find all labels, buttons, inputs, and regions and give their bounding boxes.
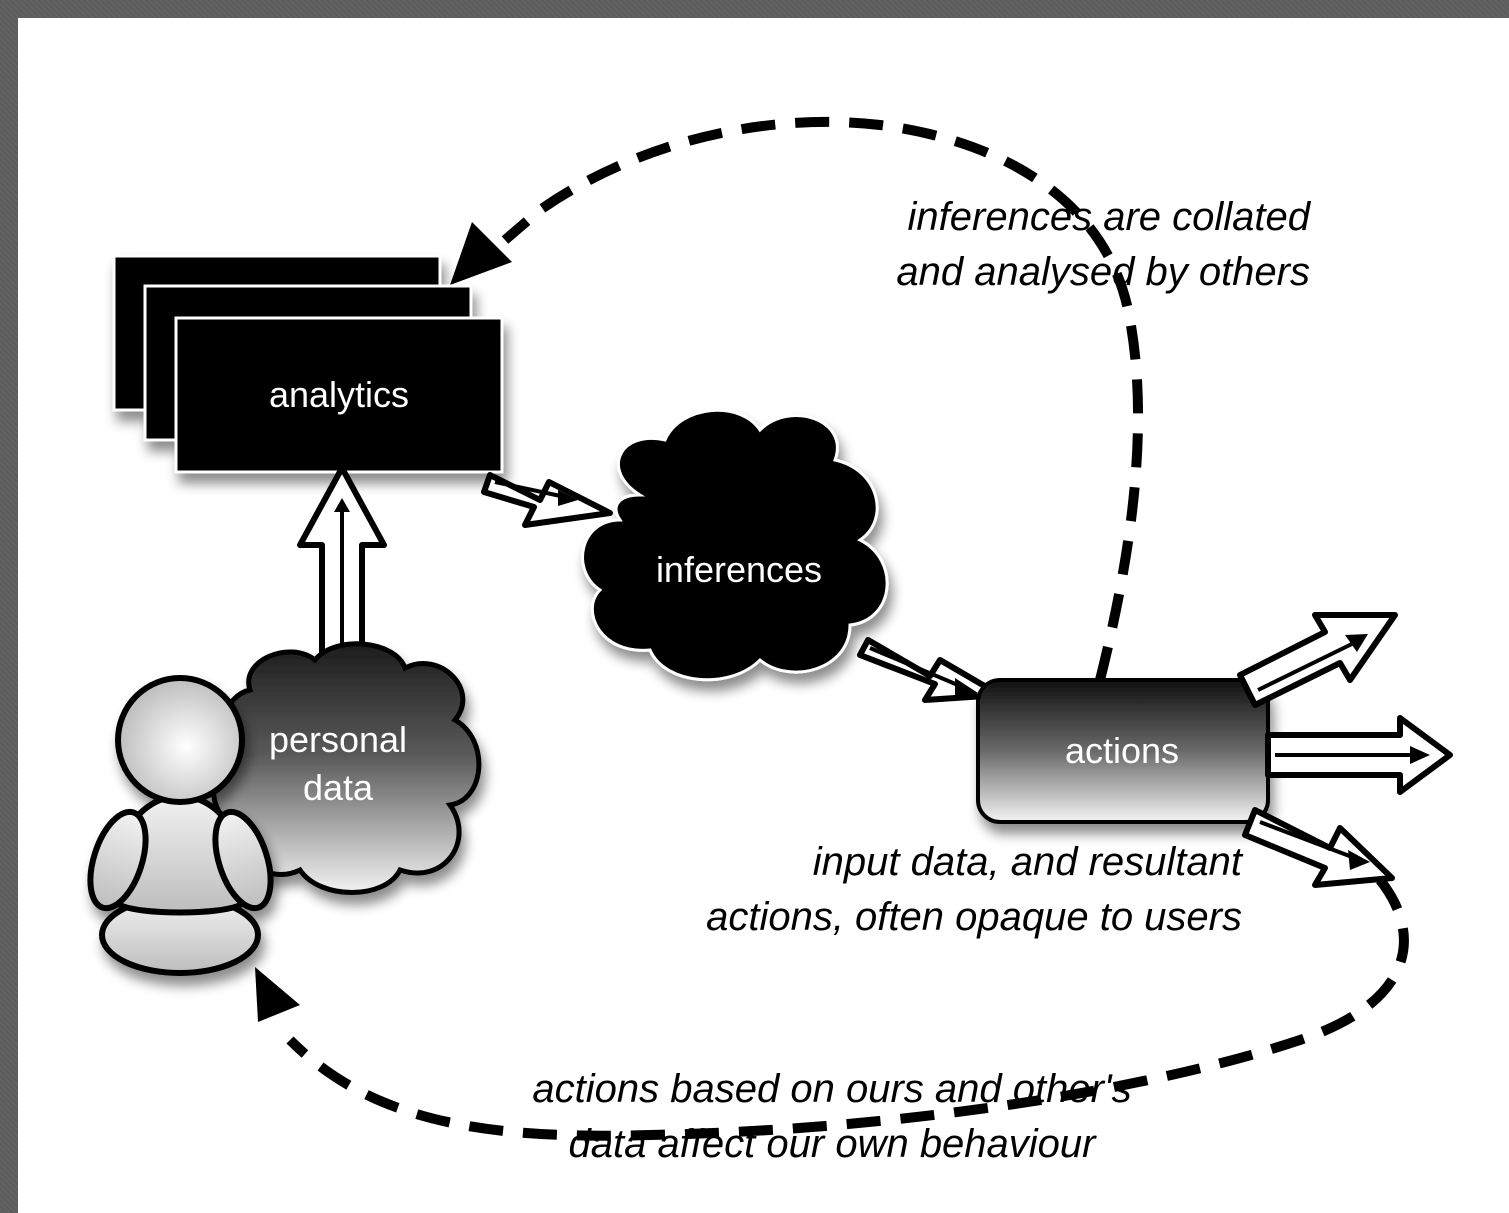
feedback-arrowhead-top (450, 222, 512, 285)
person-icon (87, 675, 274, 976)
arrow-actions-out-down (1242, 807, 1395, 888)
inferences-label: inferences (656, 549, 822, 590)
annotation-behaviour-line2: data affect our own behaviour (568, 1122, 1097, 1166)
annotation-opaque-line1: input data, and resultant (813, 840, 1244, 884)
personal-data-cloud (211, 641, 482, 895)
arrow-inferences-to-actions (857, 637, 1003, 703)
annotation-collated-line2: and analysed by others (896, 250, 1310, 294)
annotation-behaviour-line1: actions based on ours and other's (532, 1067, 1131, 1111)
annotation-opaque-line2: actions, often opaque to users (706, 895, 1242, 939)
actions-label: actions (1065, 730, 1179, 771)
feedback-arrowhead-bottom (255, 967, 300, 1022)
analytics-box-stack (112, 254, 504, 474)
inferences-cloud (581, 408, 889, 682)
personal-data-label-line2: data (303, 767, 374, 808)
personal-data-label-line1: personal (269, 719, 407, 760)
arrow-actions-out-up (1237, 612, 1398, 708)
feedback-path-bottom (286, 876, 1409, 1141)
annotation-collated-line1: inferences are collated (908, 195, 1312, 239)
arrow-actions-out-right (1265, 715, 1453, 795)
arrow-analytics-to-inferences (481, 472, 613, 528)
analytics-label: analytics (269, 374, 409, 415)
arrow-data-to-analytics (297, 465, 387, 663)
feedback-path-top (501, 116, 1144, 682)
